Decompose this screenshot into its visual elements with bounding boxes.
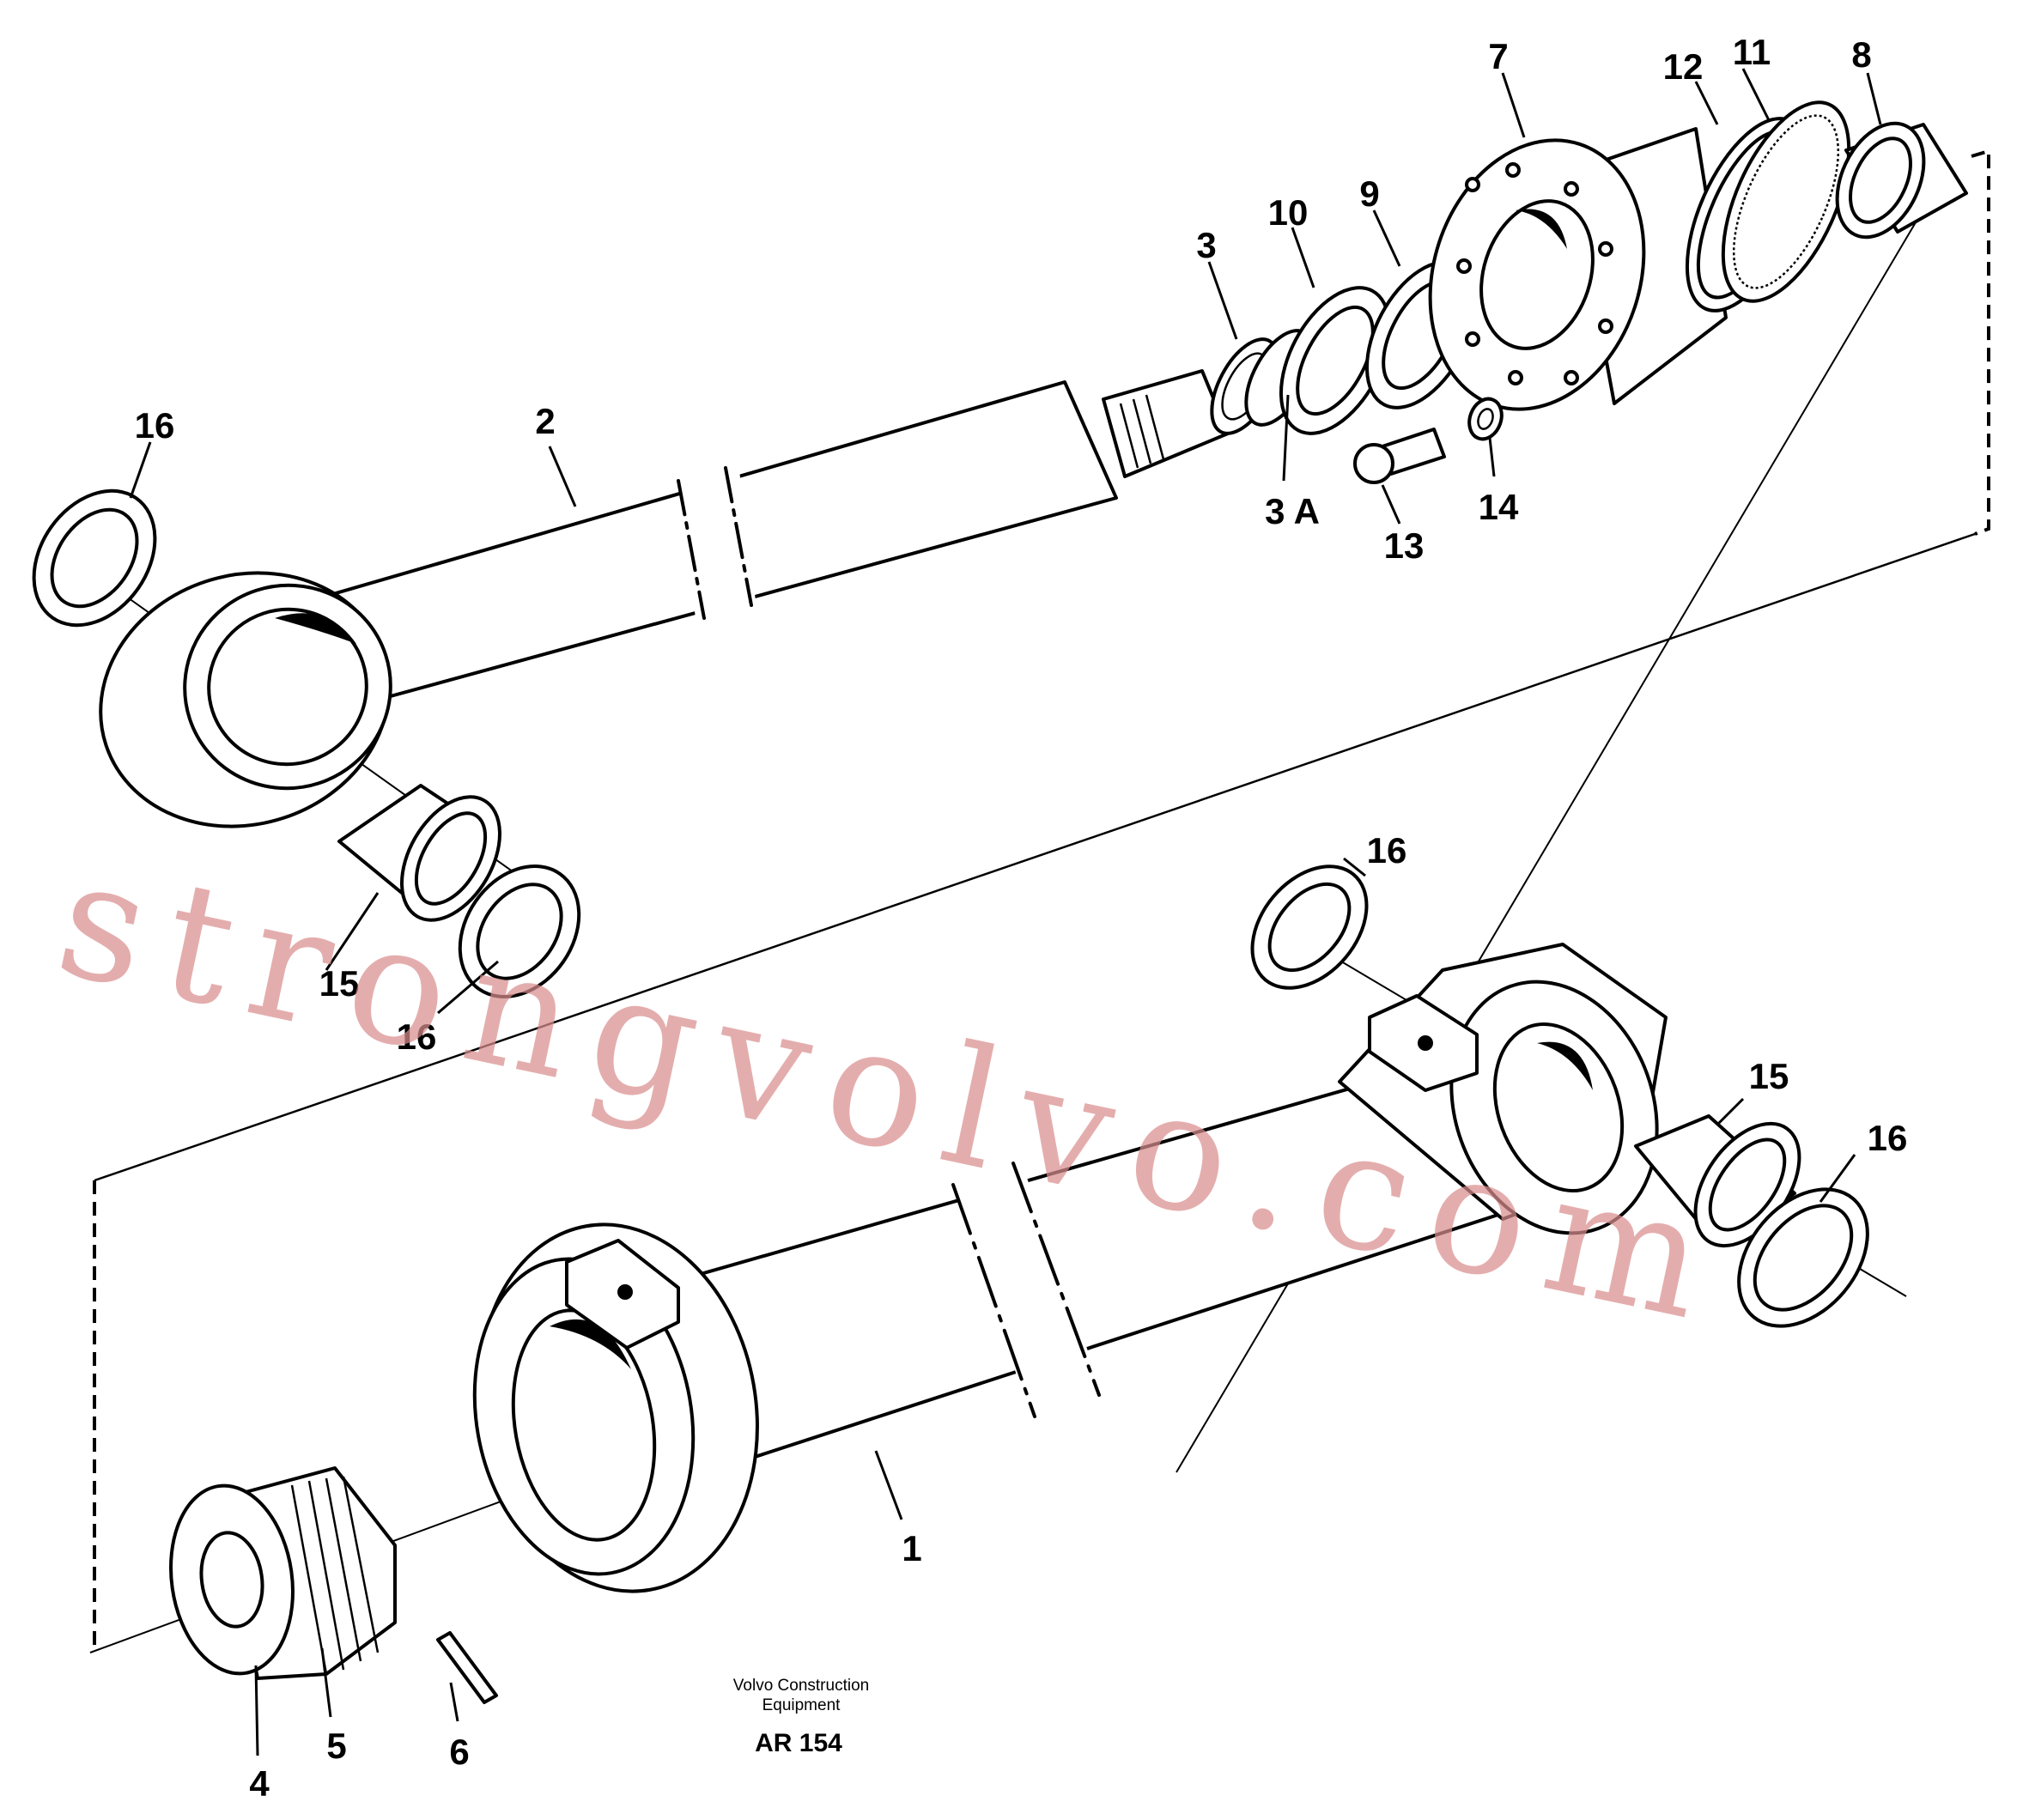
callout-15-bottom: 15 <box>1749 1056 1789 1096</box>
screw-and-washer <box>1353 397 1504 484</box>
callout-9: 9 <box>1359 173 1379 214</box>
callout-15-top: 15 <box>319 963 360 1004</box>
piston-rod <box>99 369 1230 828</box>
piston <box>169 1466 397 1680</box>
footer: Volvo Construction Equipment AR 154 <box>733 1677 869 1757</box>
callout-5: 5 <box>326 1726 346 1766</box>
callout-8: 8 <box>1851 34 1871 75</box>
callout-6: 6 <box>449 1732 469 1772</box>
lock-pin <box>436 1631 498 1704</box>
footer-company-line1: Volvo Construction <box>733 1677 869 1695</box>
callout-11: 11 <box>1733 32 1771 72</box>
seal-16-upper-right <box>1250 864 1369 990</box>
seal-16-top-left <box>32 488 157 628</box>
callout-16-top-left: 16 <box>135 405 175 446</box>
seal-16-mid <box>458 864 581 999</box>
assembly-frame <box>93 149 1990 1653</box>
callout-13: 13 <box>1384 525 1425 566</box>
callout-16-upper-right: 16 <box>1367 830 1407 871</box>
callout-1: 1 <box>902 1528 921 1568</box>
cylinder-tube <box>472 943 1668 1593</box>
callout-14: 14 <box>1479 487 1519 527</box>
callout-2: 2 <box>535 401 555 441</box>
bushing-8 <box>1835 121 1968 240</box>
callout-16-mid: 16 <box>397 1016 437 1057</box>
bushing-15-upper <box>337 784 501 922</box>
footer-company-line2: Equipment <box>762 1696 841 1714</box>
seal-16-right <box>1737 1187 1869 1328</box>
callout-10: 10 <box>1268 192 1309 233</box>
cylinder-head <box>1428 127 1728 411</box>
callouts: 16 2 3 3 A 10 9 7 12 11 8 13 14 15 16 16… <box>135 32 1908 1804</box>
callout-4: 4 <box>249 1763 270 1804</box>
callout-16-right: 16 <box>1868 1118 1908 1158</box>
callout-3: 3 <box>1196 225 1216 265</box>
callout-7: 7 <box>1488 36 1508 76</box>
guide-rings <box>1685 100 1851 312</box>
callout-3a: 3 A <box>1265 491 1320 531</box>
callout-12: 12 <box>1663 46 1704 87</box>
footer-drawing-code: AR 154 <box>755 1729 842 1757</box>
leader-lines <box>129 68 1882 1756</box>
